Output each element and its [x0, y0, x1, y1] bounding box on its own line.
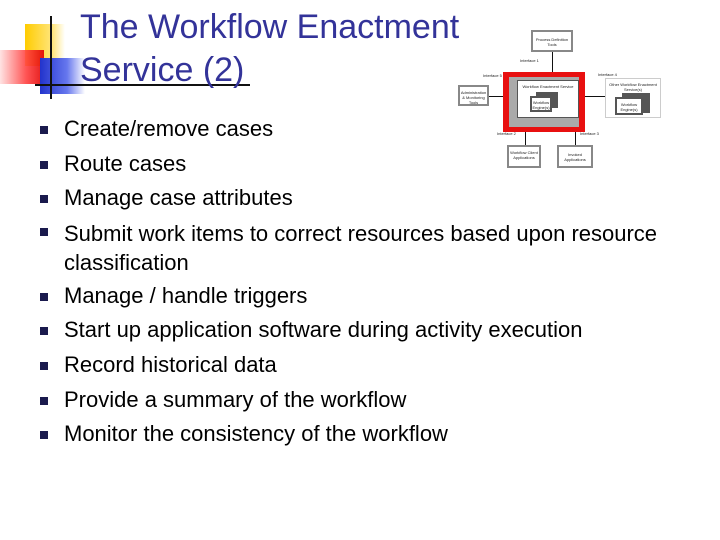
- client-apps-box: Workflow Client Applications: [507, 145, 541, 168]
- bullet-text: Provide a summary of the workflow: [64, 386, 407, 412]
- square-bullet-icon: [40, 431, 48, 440]
- bullet-text: Manage case attributes: [64, 185, 293, 211]
- label: Workflow Client Applications: [510, 150, 538, 160]
- square-bullet-icon: [40, 126, 48, 134]
- label: Invoked Applications: [564, 152, 586, 162]
- list-item: Provide a summary of the workflow: [0, 383, 664, 418]
- process-definition-tools-box: Process Definition Tools: [531, 30, 573, 52]
- slide-title: The Workflow Enactment Service (2): [80, 8, 460, 89]
- label: Process Definition Tools: [535, 37, 569, 47]
- square-bullet-icon: [40, 195, 48, 204]
- list-item: Start up application software during act…: [0, 313, 664, 348]
- list-item: Manage / handle triggers: [0, 279, 664, 314]
- decor-horizontal-line: [35, 84, 250, 86]
- label: Workflow Engine(s): [620, 102, 638, 112]
- admin-tools-box: Administration & Monitoring Tools: [458, 85, 489, 106]
- square-bullet-icon: [40, 227, 48, 236]
- bullet-list: Create/remove cases Route cases Manage c…: [0, 112, 664, 452]
- square-bullet-icon: [40, 361, 48, 370]
- list-item: Route cases: [0, 147, 664, 182]
- label: Interface 3: [580, 131, 599, 136]
- label: Workflow Enactment Service: [522, 84, 574, 89]
- list-item: Record historical data: [0, 348, 664, 383]
- logo-red-square: [0, 50, 44, 84]
- label: Other Workflow Enactment Service(s): [609, 82, 657, 92]
- bullet-text: Start up application software during act…: [64, 317, 583, 343]
- arrow-interface3: [575, 132, 576, 145]
- bullet-text: Record historical data: [64, 351, 277, 377]
- bullet-text: Submit work items to correct resources b…: [64, 220, 658, 275]
- logo-blue-square: [40, 58, 85, 94]
- list-item: Create/remove cases: [0, 112, 664, 147]
- list-item: Monitor the consistency of the workflow: [0, 417, 664, 452]
- label: Interface 4: [598, 72, 617, 77]
- label: Workflow Engine(s): [532, 100, 550, 110]
- bullet-text: Manage / handle triggers: [64, 282, 308, 308]
- arrow-interface5: [489, 96, 503, 97]
- label: Interface 2: [497, 131, 516, 136]
- invoked-apps-box: Invoked Applications: [557, 145, 593, 168]
- list-item: Manage case attributes: [0, 181, 664, 216]
- square-bullet-icon: [40, 292, 48, 301]
- other-engine-box: Workflow Engine(s): [615, 97, 643, 115]
- label: Interface 1: [520, 58, 539, 63]
- bullet-text: Route cases: [64, 150, 187, 176]
- arrow-interface1: [552, 52, 553, 72]
- arrow-interface2: [525, 132, 526, 145]
- label: Administration & Monitoring Tools: [460, 90, 487, 105]
- bullet-text: Create/remove cases: [64, 116, 274, 141]
- list-item: Submit work items to correct resources b…: [0, 216, 664, 279]
- arrow-interface4: [585, 96, 605, 97]
- square-bullet-icon: [40, 327, 48, 336]
- bullet-text: Monitor the consistency of the workflow: [64, 421, 448, 447]
- square-bullet-icon: [40, 160, 48, 169]
- square-bullet-icon: [40, 396, 48, 405]
- label: Interface 5: [483, 73, 502, 78]
- decor-vertical-line: [50, 16, 52, 99]
- engine-box: Workflow Engine(s): [530, 96, 552, 112]
